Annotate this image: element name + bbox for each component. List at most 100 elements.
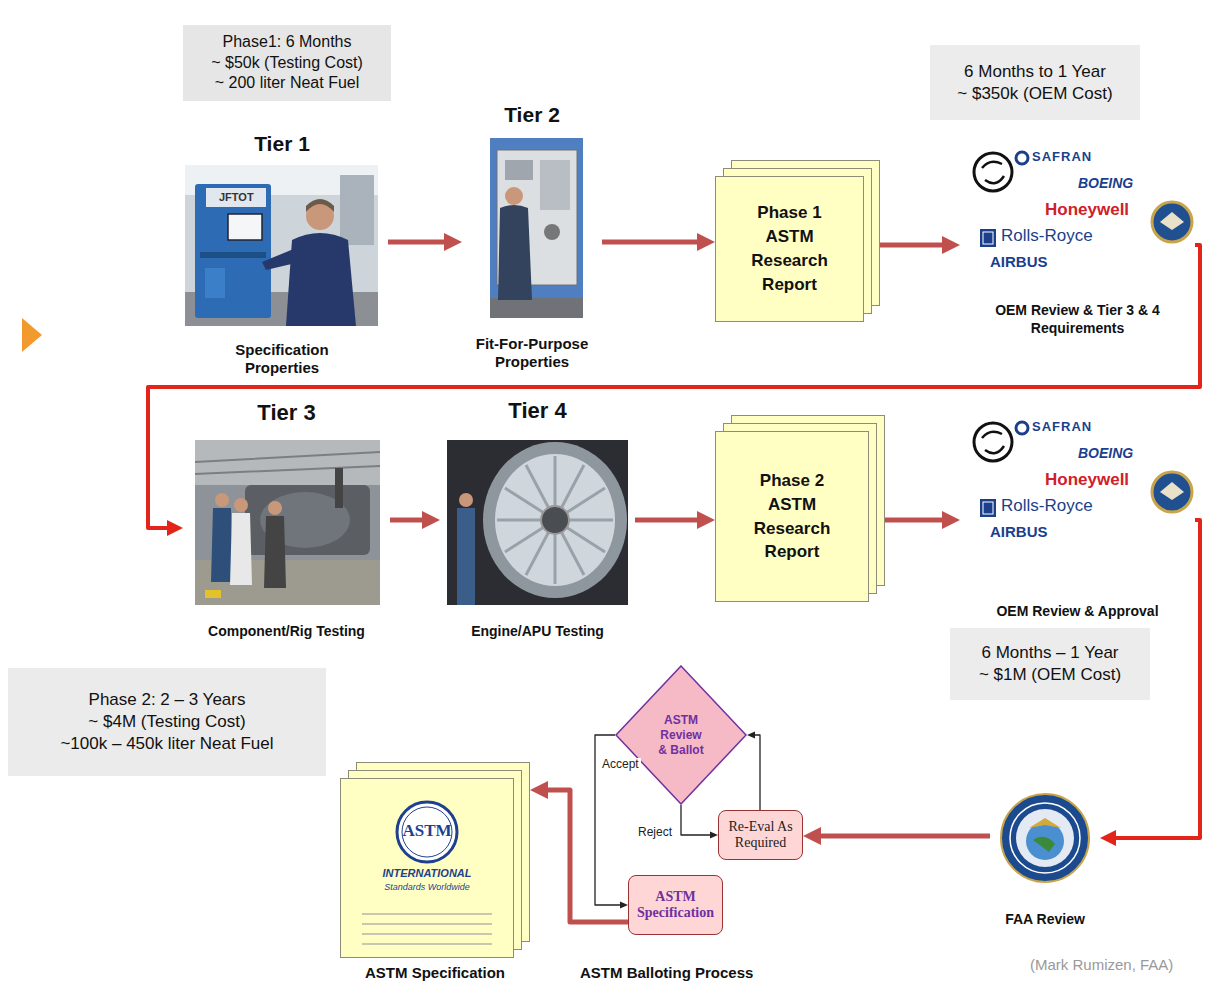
logo-text: Honeywell [1045, 470, 1129, 490]
arrow-head [444, 233, 462, 251]
arrow-head [697, 233, 715, 251]
document-text-area: Phase 1 ASTM Research Report [715, 176, 864, 322]
seal-center [1016, 809, 1074, 867]
connector [747, 732, 760, 811]
oem-logos [1160, 482, 1184, 500]
logo-text: SAFRAN [1032, 420, 1092, 435]
label-anchor: Standards Worldwide [384, 882, 470, 892]
label-anchor: Honeywell [1045, 470, 1129, 490]
box-text: Phase1: 6 Months [223, 32, 352, 52]
connector-line [148, 245, 1200, 528]
box-text: ~100k – 450k liter Neat Fuel [60, 733, 273, 755]
tier2-photo [540, 160, 570, 210]
process-box: Re-Eval As Required [718, 810, 803, 860]
tier2-photo [505, 187, 523, 205]
tier2-photo [490, 138, 583, 318]
source-credit: (Mark Rumizen, FAA) [1030, 956, 1173, 973]
arrow-head [747, 732, 755, 739]
cost-box: 6 Months to 1 Year~ $350k (OEM Cost) [930, 45, 1140, 120]
oem-logo-group: OEM Review & Approval [960, 415, 1195, 620]
arrow-head [942, 236, 960, 254]
connector-line [543, 790, 628, 922]
logo-text: Honeywell [1045, 200, 1129, 220]
diamond-shape [616, 666, 746, 804]
box-text: ~ 200 liter Neat Fuel [215, 73, 360, 93]
tier4-photo [495, 454, 615, 586]
orange-arrow [22, 318, 42, 352]
edge-label: Reject [636, 826, 674, 840]
decision-diamond: ASTM Review & Ballot [615, 665, 747, 805]
oem-logos [974, 422, 1192, 517]
faa-seal-graphic [990, 792, 1100, 884]
document-page [716, 432, 869, 602]
box-text: 6 Months to 1 Year [964, 61, 1106, 83]
arrow-head [803, 827, 821, 845]
process-text: ASTM Specification [632, 889, 719, 921]
tier1-photo [185, 165, 378, 326]
seal-ring [1010, 803, 1080, 873]
document-text-line [362, 933, 492, 935]
logo-text: Rolls-Royce [1001, 226, 1093, 246]
logo-text: Rolls-Royce [1001, 496, 1093, 516]
box-text: ~ $50k (Testing Cost) [211, 53, 363, 73]
tier1-photo [340, 175, 374, 245]
label-anchor: Reject [636, 826, 674, 840]
label-anchor: INTERNATIONAL [382, 867, 471, 880]
tier-heading: Tier 3 [257, 400, 315, 426]
oem-caption: OEM Review & Approval [996, 602, 1158, 620]
photo-caption: Fit-For-Purpose Properties [467, 335, 597, 373]
connector [388, 233, 462, 251]
test-photo-node: Tier 2Fit-For-Purpose Properties [462, 102, 602, 372]
tier3-photo [195, 452, 380, 474]
document-page [716, 177, 864, 322]
arrow-head [530, 781, 548, 799]
oem-logos [980, 499, 996, 517]
oem-logos [1152, 202, 1192, 242]
tier1-photo [262, 248, 300, 270]
label-anchor: Rolls-Royce [1001, 226, 1093, 246]
oem-logos [1016, 422, 1028, 434]
connector-line [880, 243, 947, 248]
machine-label: JFTOT [219, 191, 254, 204]
label-anchor: SAFRAN [1032, 420, 1092, 435]
tier4-photo [483, 442, 627, 598]
label-anchor: AIRBUS [990, 253, 1048, 270]
tier1-photo [185, 165, 378, 326]
label-anchor: ASTM [402, 821, 451, 841]
box-text: ~ $4M (Testing Cost) [88, 711, 245, 733]
photo-caption: Component/Rig Testing [208, 623, 365, 641]
tier3-photo [211, 508, 233, 582]
orange-arrow [22, 318, 42, 352]
tier3-photo [195, 440, 380, 485]
document-caption: ASTM Specification [365, 964, 505, 982]
box-text: Phase 2: 2 – 3 Years [89, 689, 246, 711]
tier1-photo [228, 214, 262, 240]
oem-logos [1152, 472, 1192, 512]
logo-text: SAFRAN [1032, 150, 1092, 165]
seal-land [1033, 837, 1055, 852]
tier4-photo [497, 456, 613, 584]
test-photo-node: Tier 4Engine/APU Testing [440, 398, 635, 640]
label-anchor: SAFRAN [1032, 150, 1092, 165]
tier2-photo [498, 205, 532, 300]
connector [148, 245, 1200, 536]
oem-logos [974, 423, 1012, 461]
connector-line [390, 518, 427, 523]
astm-logo [397, 802, 457, 862]
box-text: ~ $350k (OEM Cost) [957, 83, 1112, 105]
logo-text: INTERNATIONAL [382, 867, 471, 880]
phase-summary-box: Phase1: 6 Months~ $50k (Testing Cost)~ 2… [183, 25, 391, 101]
box-text: 6 Months – 1 Year [981, 642, 1118, 664]
label-anchor: JFTOT [219, 191, 254, 204]
logo-text: Standards Worldwide [384, 882, 470, 892]
oem-caption: OEM Review & Tier 3 & 4 Requirements [978, 301, 1178, 337]
box-text: ~ $1M (OEM Cost) [979, 664, 1121, 686]
document-text-line [362, 923, 492, 925]
tier3-photo [205, 590, 221, 598]
label-anchor: BOEING [1078, 175, 1133, 191]
oem-logos [983, 232, 993, 244]
cost-box: 6 Months – 1 Year~ $1M (OEM Cost) [950, 628, 1150, 700]
arrow-head [620, 902, 628, 909]
oem-logos [982, 432, 1004, 453]
